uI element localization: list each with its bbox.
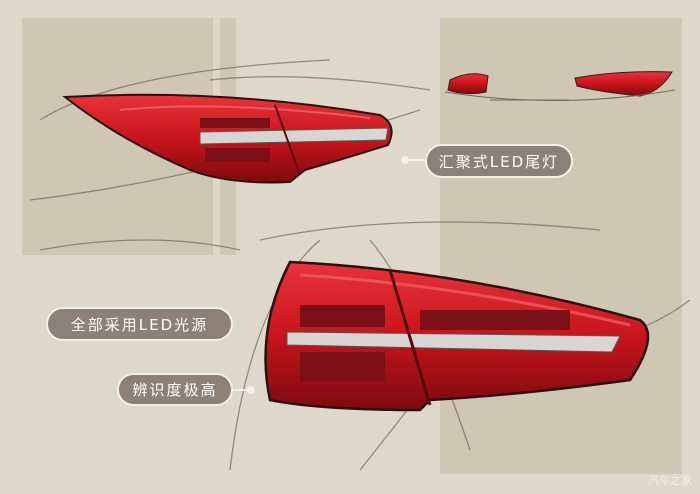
label-recognition: 辨识度极高 [117,373,233,406]
label-converging-led: 汇聚式LED尾灯 [425,144,573,178]
watermark: 汽车之家 [648,474,692,487]
label-all-led: 全部采用LED光源 [46,307,233,341]
lower-taillight [264,260,650,412]
upper-taillight [62,93,393,184]
rear-view-sketch [444,71,676,101]
